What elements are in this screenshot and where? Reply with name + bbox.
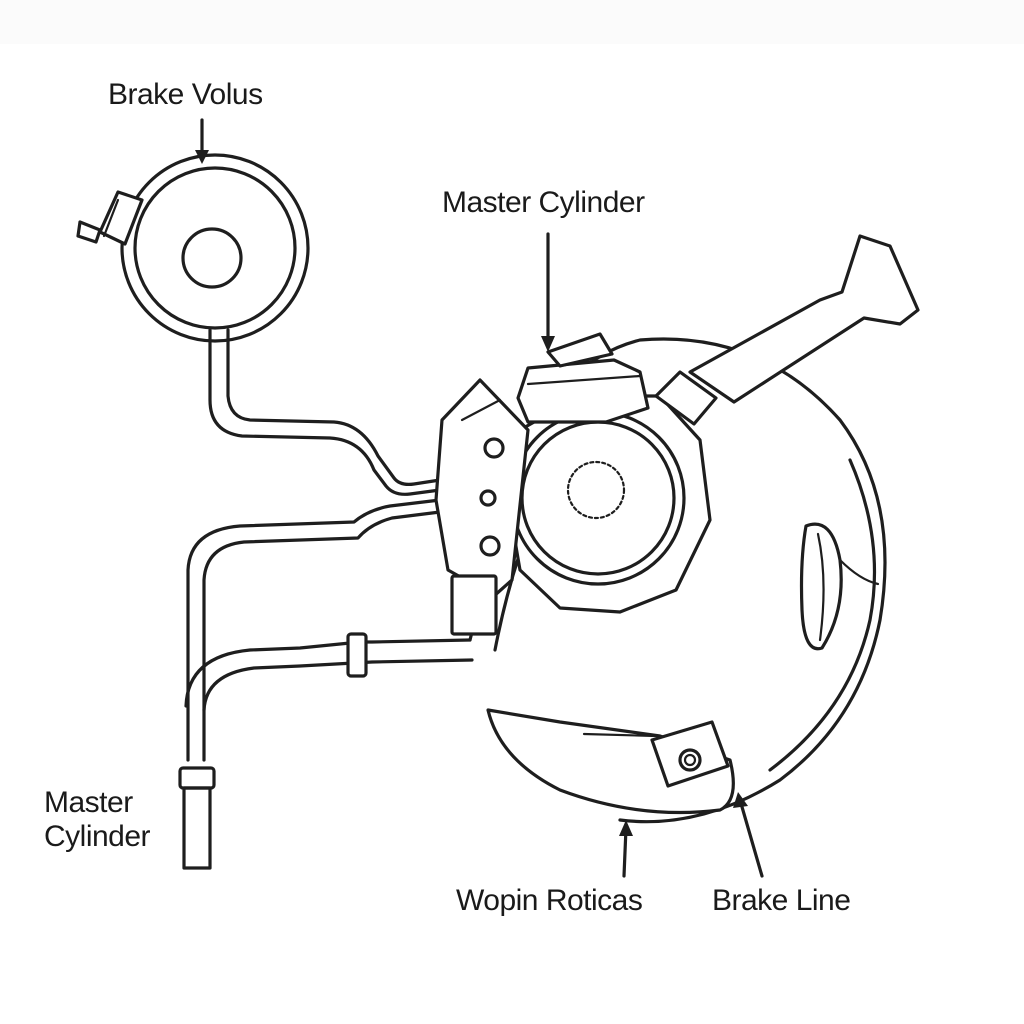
top-band bbox=[0, 0, 1024, 44]
brake-volus-component bbox=[76, 153, 310, 343]
label-master-cylinder-left: Master Cylinder bbox=[44, 786, 151, 853]
label-wopin-roticas: Wopin Roticas bbox=[456, 884, 643, 917]
label-pointers bbox=[541, 232, 764, 878]
label-brake-line: Brake Line bbox=[712, 884, 851, 917]
brake-arm bbox=[654, 234, 920, 426]
label-brake-volus: Brake Volus bbox=[108, 78, 263, 111]
master-cylinder-assembly bbox=[434, 332, 887, 824]
label-master-cylinder-top: Master Cylinder bbox=[442, 186, 645, 219]
brake-tubes bbox=[178, 328, 474, 870]
brake-volus-arrow bbox=[195, 118, 209, 164]
